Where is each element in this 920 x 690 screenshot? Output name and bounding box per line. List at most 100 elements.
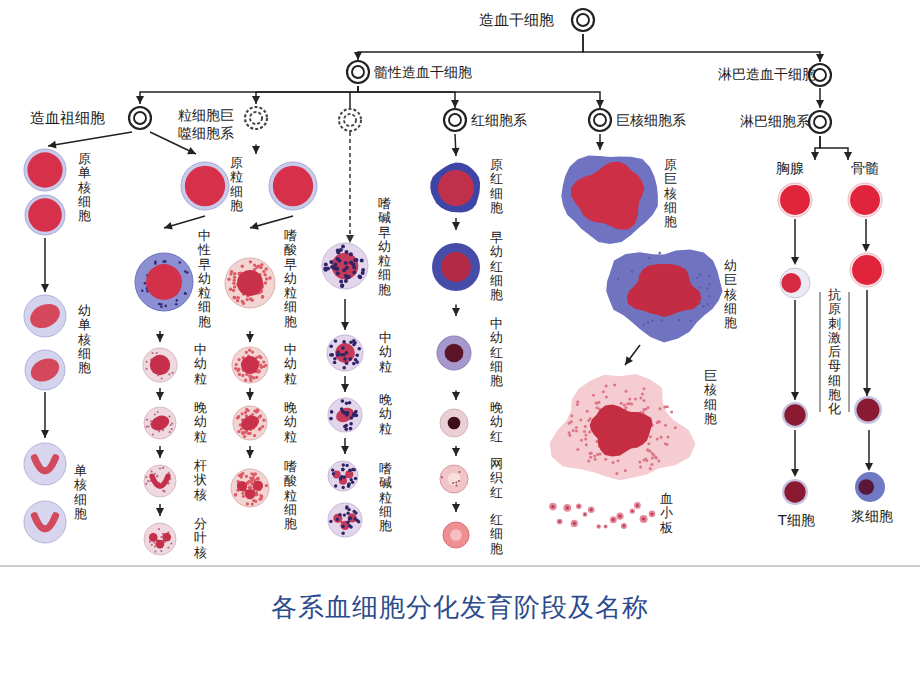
arrow-connector [164, 216, 205, 230]
arrow-connector [452, 305, 460, 317]
connector-line [48, 132, 132, 146]
arrow-head [811, 152, 819, 160]
arrow-connector [156, 388, 164, 400]
blood-cell [231, 469, 269, 507]
stage-label: 红细胞系 [471, 112, 527, 129]
separator-line [0, 566, 920, 567]
arrow-connector [452, 218, 460, 230]
stage-label: 杆状核 [194, 459, 207, 502]
blood-cell [550, 374, 696, 480]
stage-label: 嗜碱早幼粒细胞 [378, 197, 391, 297]
blood-cell [440, 409, 468, 437]
blood-cell [854, 396, 882, 424]
arrow-head [452, 222, 460, 230]
stage-label: 嗜碱粒细胞 [379, 462, 392, 533]
stage-label: T细胞 [778, 512, 815, 529]
blood-cell [432, 243, 480, 291]
arrow-connector [596, 134, 604, 150]
stem-cell-ring [245, 107, 267, 129]
stage-label: 造血干细胞 [479, 11, 554, 29]
branch-line [349, 92, 351, 109]
cell-stage-node: 单核细胞 [20, 438, 100, 550]
blood-cell [782, 402, 808, 428]
stage-label: 原红细胞 [490, 158, 503, 215]
blood-cell [232, 347, 268, 383]
arrow-head [252, 146, 260, 154]
arrow-connector [136, 86, 358, 104]
arrow-head [187, 147, 196, 154]
stem-cell-ring [572, 9, 594, 31]
blood-cell [24, 149, 66, 191]
cell-stage-node: 网织红 [430, 456, 506, 502]
cell-stage-node: 粒细胞巨噬细胞系 [176, 104, 270, 144]
stem-cell-ring [589, 109, 611, 131]
cell-illustration [548, 490, 678, 538]
stem-cell-ring [809, 111, 831, 133]
blood-cell [782, 479, 808, 505]
cell-stage-node: 骨髓 [845, 160, 893, 290]
arrow-head [246, 392, 254, 400]
blood-cell [855, 472, 885, 502]
blood-cell [25, 195, 65, 235]
arrow-head [452, 308, 460, 316]
arrow-line [794, 430, 796, 471]
arrow-connector [354, 34, 583, 60]
stage-label: 胸腺 [776, 160, 804, 177]
arrow-connector [452, 502, 460, 512]
blood-cell [778, 183, 812, 217]
stem-cell-ring [347, 61, 369, 83]
connector-line [794, 300, 796, 400]
stage-label: 网织红 [490, 457, 503, 500]
stage-label: 巨核细胞系 [616, 112, 686, 129]
arrow-head [596, 142, 604, 150]
blood-cell [135, 253, 193, 311]
cell-stage-node: 造血祖细胞 [28, 104, 154, 132]
arrow-head [156, 392, 164, 400]
stage-label: 粒细胞巨噬细胞系 [178, 106, 238, 142]
blood-cell [328, 461, 358, 491]
cell-stage-node: 淋巴造血干细胞 [716, 62, 834, 88]
arrow-connector [816, 88, 824, 108]
arrow-connector [246, 446, 254, 458]
stage-label: 红细胞 [490, 513, 503, 556]
stage-label: 嗜酸粒细胞 [284, 460, 297, 531]
bracket-line [849, 292, 850, 412]
arrow-head [341, 322, 349, 330]
blood-cell [327, 335, 363, 371]
connector-line [583, 34, 820, 62]
blood-cell [322, 243, 368, 289]
stage-label: 髓性造血干细胞 [374, 64, 472, 81]
cell-stage-node: 嗜碱早幼粒细胞 [318, 196, 396, 299]
stage-label: 嗜酸早幼粒细胞 [284, 229, 297, 329]
cell-stage-node: 中幼粒 [323, 330, 395, 376]
arrow-connector [811, 136, 820, 160]
connector-line [866, 290, 868, 396]
cell-stage-node: 原红细胞 [430, 156, 506, 218]
cell-stage-node: 晚幼粒 [228, 400, 300, 446]
stage-label: 幼单核细胞 [78, 304, 91, 375]
cell-stage-node: 原单核细胞 [20, 146, 100, 238]
cell-stage-node: 原粒细胞 [180, 154, 318, 216]
cell-illustration [180, 154, 318, 216]
stage-label: 巨核细胞 [704, 369, 717, 426]
arrow-head [41, 284, 49, 292]
arrow-connector [341, 299, 349, 330]
arrow-line [794, 219, 796, 259]
stem-cell-ring [444, 109, 466, 131]
cell-stage-node: 红细胞 [430, 512, 506, 558]
dashed-arrow-line [349, 132, 351, 236]
arrow-head [341, 446, 349, 454]
arrow-head [452, 448, 460, 456]
stage-label: 血小板 [660, 492, 673, 535]
arrow-head [596, 100, 604, 108]
stage-label: 造血祖细胞 [30, 109, 105, 127]
cell-stage-node: 早幼红细胞 [430, 230, 506, 304]
arrow-head [816, 100, 824, 108]
stage-label: 中幼粒 [379, 331, 392, 374]
stage-label: 分叶核 [194, 517, 207, 560]
arrow-head [164, 222, 173, 230]
arrow-connector [583, 34, 824, 62]
blood-cell [606, 249, 722, 342]
stage-label: 幼巨核细胞 [724, 259, 737, 330]
